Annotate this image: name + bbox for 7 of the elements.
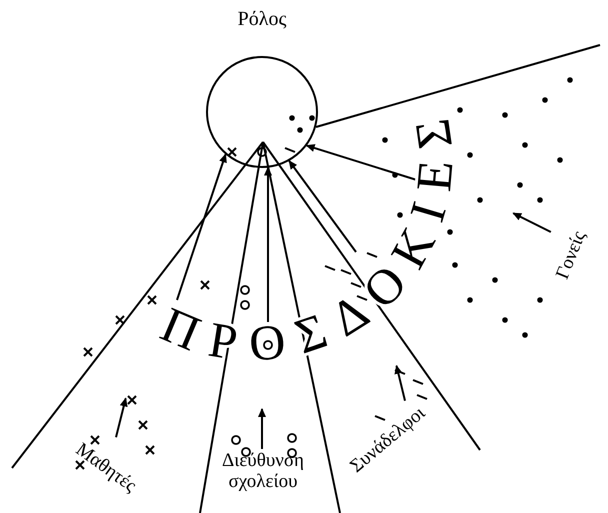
arrow (512, 212, 552, 233)
arrow (394, 364, 406, 402)
arrow (115, 397, 128, 438)
arrow (258, 408, 266, 449)
circle-label: Ρόλος (236, 8, 288, 30)
group-label: Γονείς (552, 228, 591, 282)
group-label: Διεύθυνση σχολείου (207, 451, 319, 493)
